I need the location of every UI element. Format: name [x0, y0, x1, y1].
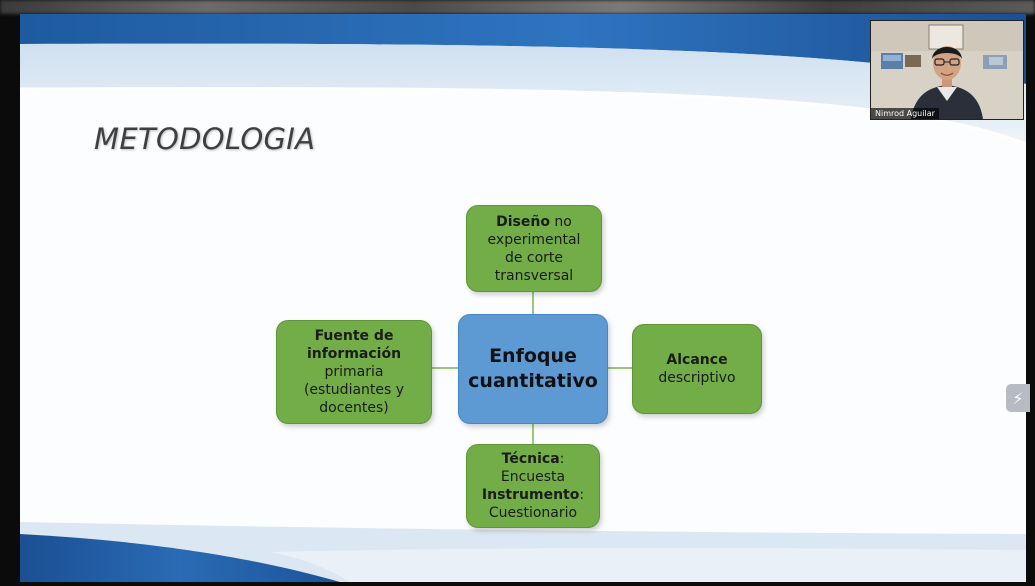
box-alcance: Alcance descriptivo: [632, 324, 762, 414]
box-diseno: Diseño no experimental de corte transver…: [466, 205, 602, 292]
connector-top: [532, 290, 534, 314]
box-fuente-informacion: Fuente de información primaria (estudian…: [276, 320, 432, 424]
slide-header-wave: [20, 14, 1026, 144]
slide-footer-wave: [20, 522, 1026, 582]
slide-title: METODOLOGIA: [94, 122, 316, 156]
box-enfoque-cuantitativo: Enfoque cuantitativo: [458, 314, 608, 424]
side-panel-toggle[interactable]: ⚡: [1006, 384, 1030, 412]
presentation-slide: METODOLOGIA Diseño no experimental de co…: [20, 14, 1026, 582]
connector-left: [430, 367, 458, 369]
connector-bottom: [532, 422, 534, 444]
participant-name-label: Nimrod Aguilar: [871, 108, 939, 119]
participant-video-feed: [871, 21, 1023, 119]
participant-video-tile[interactable]: Nimrod Aguilar: [870, 20, 1024, 120]
box-tecnica-instrumento: Técnica: Encuesta Instrumento: Cuestiona…: [466, 444, 600, 528]
connector-right: [606, 367, 632, 369]
blurred-toolbar: [0, 0, 1035, 14]
collapse-arrow-icon: ⚡: [1012, 388, 1024, 408]
